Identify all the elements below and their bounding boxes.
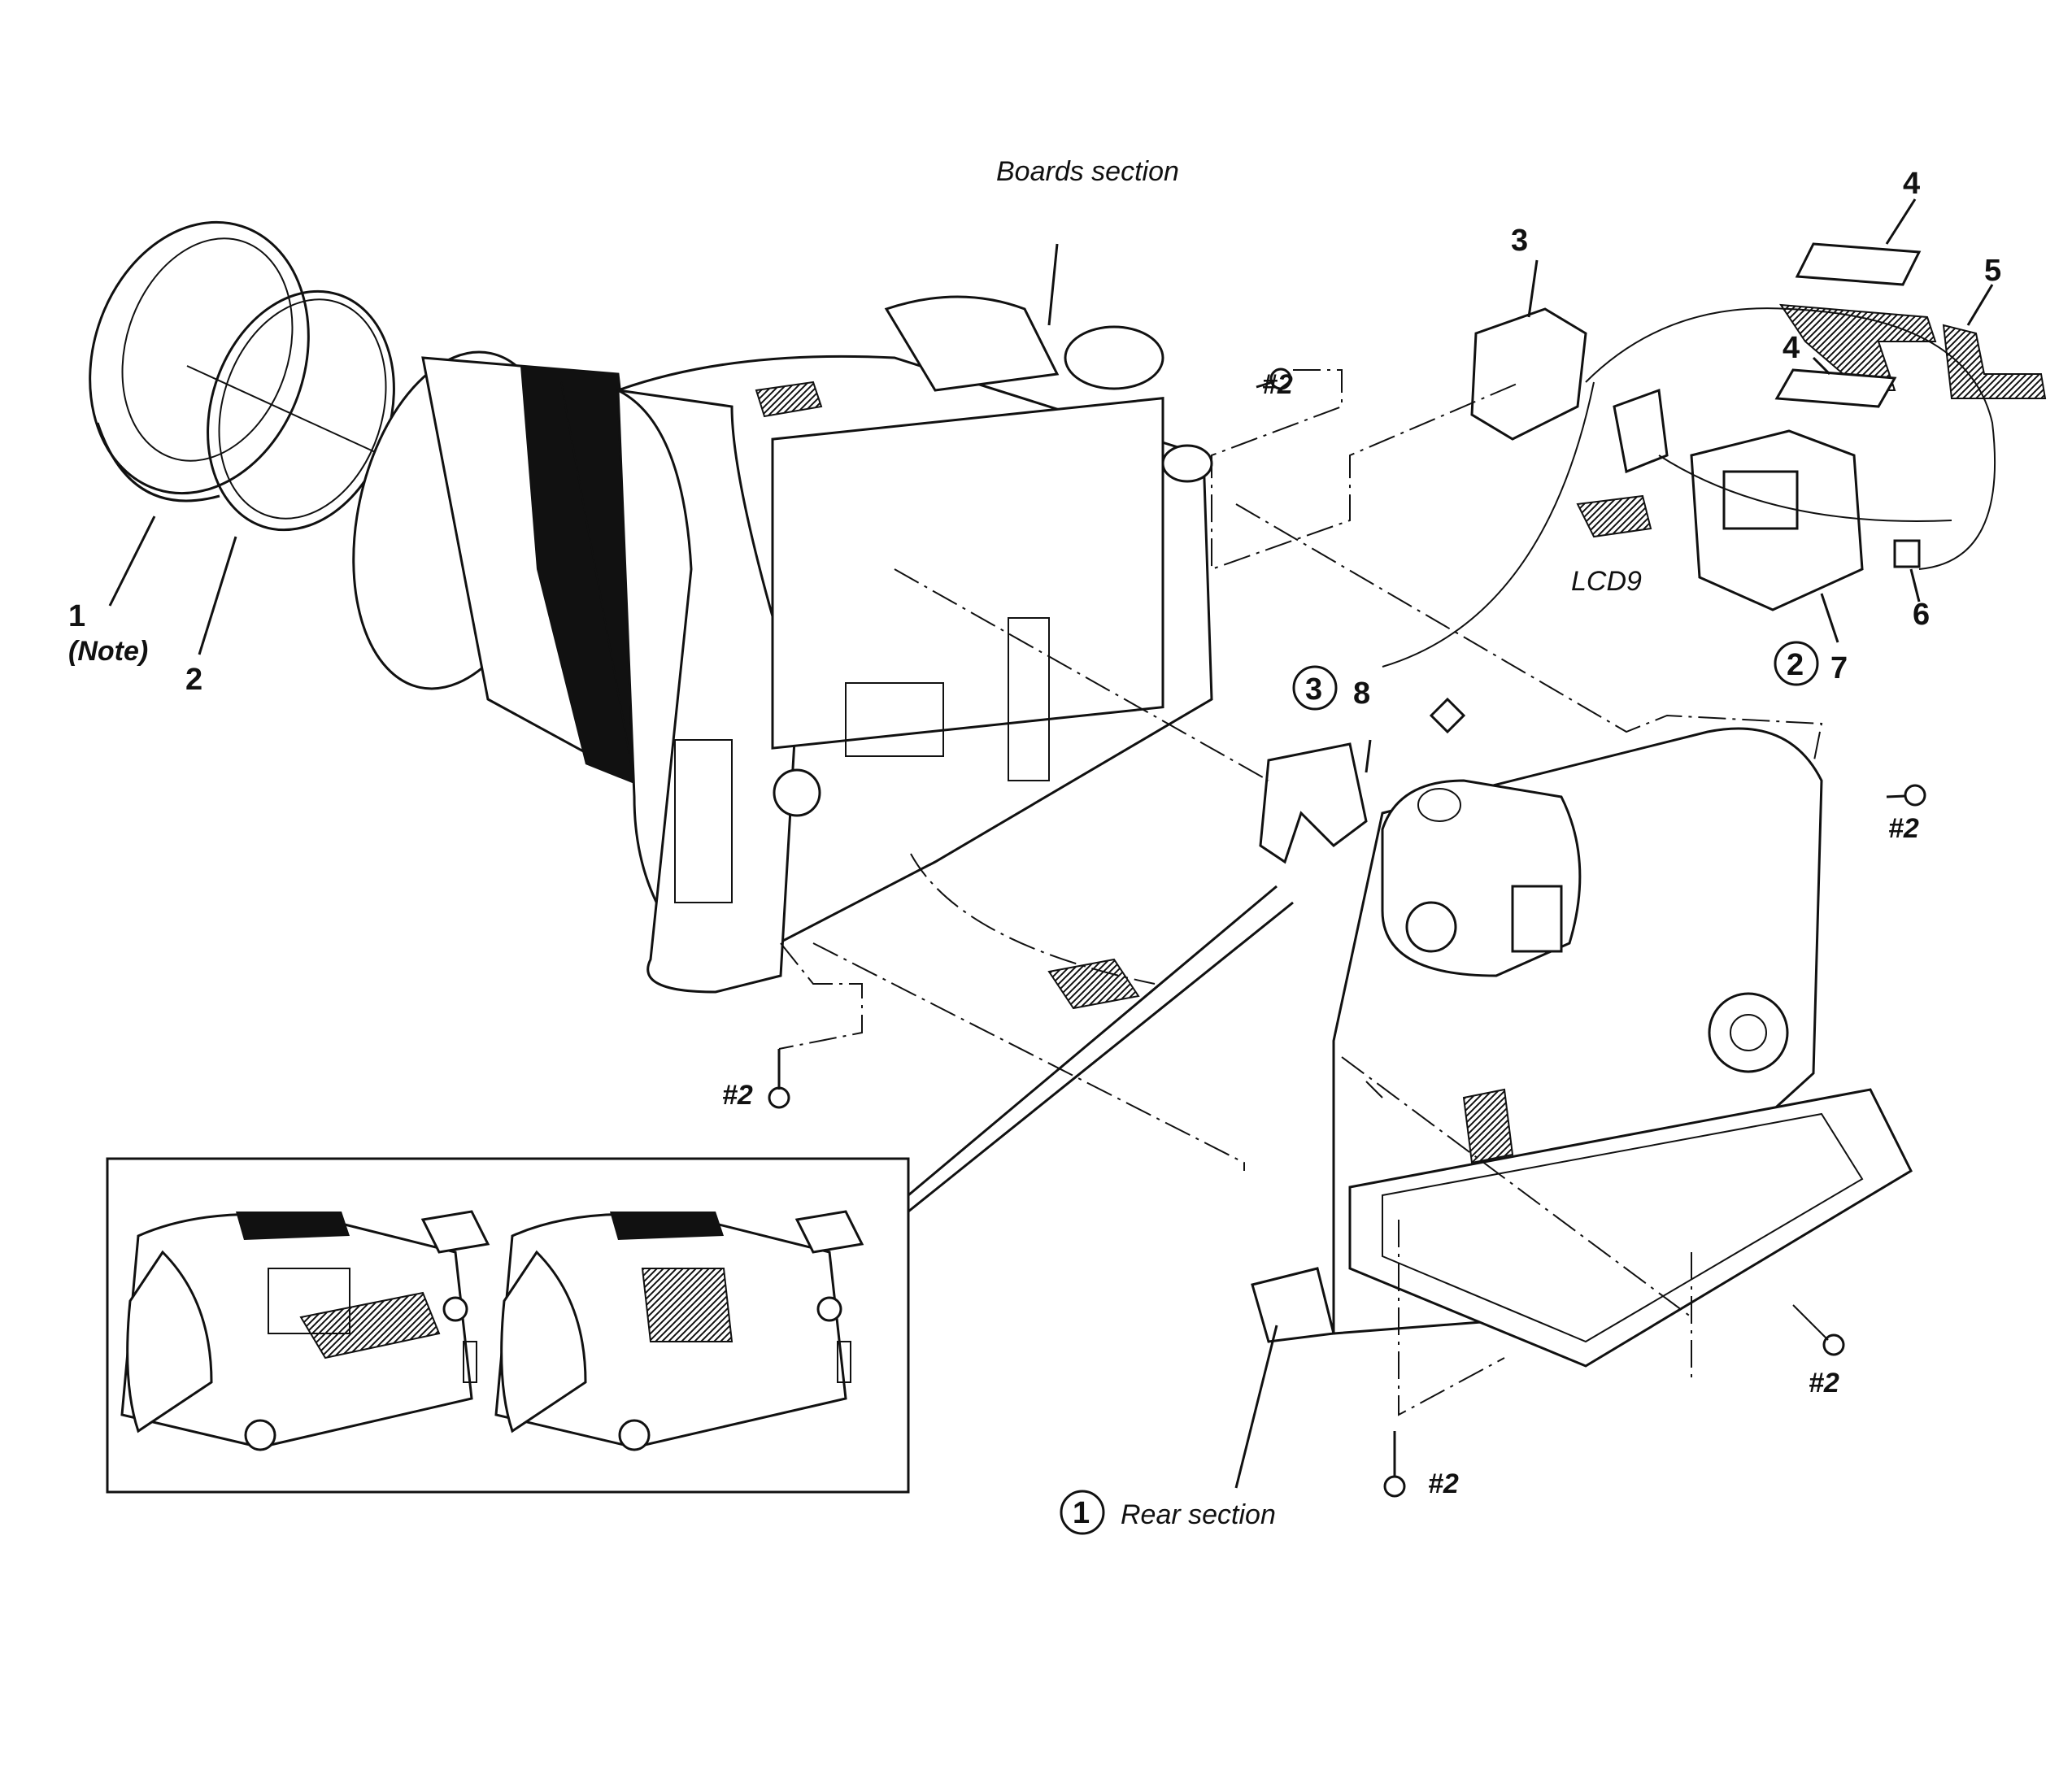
callout-8-circle-num: 3 xyxy=(1305,672,1322,707)
bracket-part-3 xyxy=(1470,259,1587,441)
screw-bottom xyxy=(1383,1431,1406,1498)
camera-body xyxy=(616,243,1213,994)
rear-circle-num: 1 xyxy=(1073,1496,1090,1530)
screw-top xyxy=(1256,368,1292,390)
screw-lcd xyxy=(1792,1304,1845,1356)
rear-leader xyxy=(1234,1325,1278,1489)
assembly-lines xyxy=(778,369,1823,1416)
callout-1-note: (Note) xyxy=(68,636,148,667)
lens-hood-part-1 xyxy=(89,220,310,502)
part-6 xyxy=(1893,539,1921,603)
ring-part xyxy=(1417,788,1461,822)
sheet-part-4-lower xyxy=(1774,356,1897,408)
rear-section-label: Rear section xyxy=(1121,1499,1276,1530)
screw-left xyxy=(768,1049,790,1109)
circle-marker-1 xyxy=(1060,1490,1105,1535)
callout-7-circle-num: 2 xyxy=(1787,648,1804,682)
lens-barrel xyxy=(352,350,668,799)
callout-4-top: 4 xyxy=(1903,167,1920,201)
circle-marker-2 xyxy=(1774,641,1819,686)
lcd9-flex xyxy=(1576,388,1669,538)
screw-label-bottom: #2 xyxy=(1428,1468,1459,1499)
callout-7: 7 xyxy=(1830,651,1848,685)
hatched-sheet xyxy=(1047,958,1140,1010)
callout-1: 1 xyxy=(68,599,85,633)
screw-right xyxy=(1886,784,1926,807)
rear-cover xyxy=(1234,727,1913,1489)
flex-cables xyxy=(1382,307,1996,668)
callout-6: 6 xyxy=(1913,598,1930,632)
leader-1 xyxy=(108,516,156,607)
leader-8 xyxy=(1365,739,1372,773)
callout-8: 8 xyxy=(1353,676,1370,711)
boards-leader xyxy=(1047,243,1059,326)
cushion-part-8 xyxy=(1259,742,1368,864)
callout-3: 3 xyxy=(1511,224,1528,258)
screw-label-lcd: #2 xyxy=(1809,1368,1839,1399)
leader-2 xyxy=(198,536,237,655)
detail-inset xyxy=(106,1157,910,1494)
callout-2: 2 xyxy=(185,663,202,697)
screw-label-left: #2 xyxy=(722,1080,753,1111)
callout-5: 5 xyxy=(1984,254,2001,288)
small-diamond-part xyxy=(1429,697,1466,734)
sheet-part-4-top xyxy=(1795,198,1922,286)
axis-line xyxy=(186,365,383,456)
boards-section-label: Boards section xyxy=(996,156,1179,187)
screw-label-top: #2 xyxy=(1262,369,1293,400)
viewfinder-part-7 xyxy=(1690,429,1864,643)
lcd9-label: LCD9 xyxy=(1571,566,1642,597)
inset-leaders xyxy=(908,885,1294,1213)
callout-4-lower: 4 xyxy=(1783,331,1800,365)
screw-label-right: #2 xyxy=(1888,813,1919,844)
circle-marker-3 xyxy=(1292,665,1338,711)
